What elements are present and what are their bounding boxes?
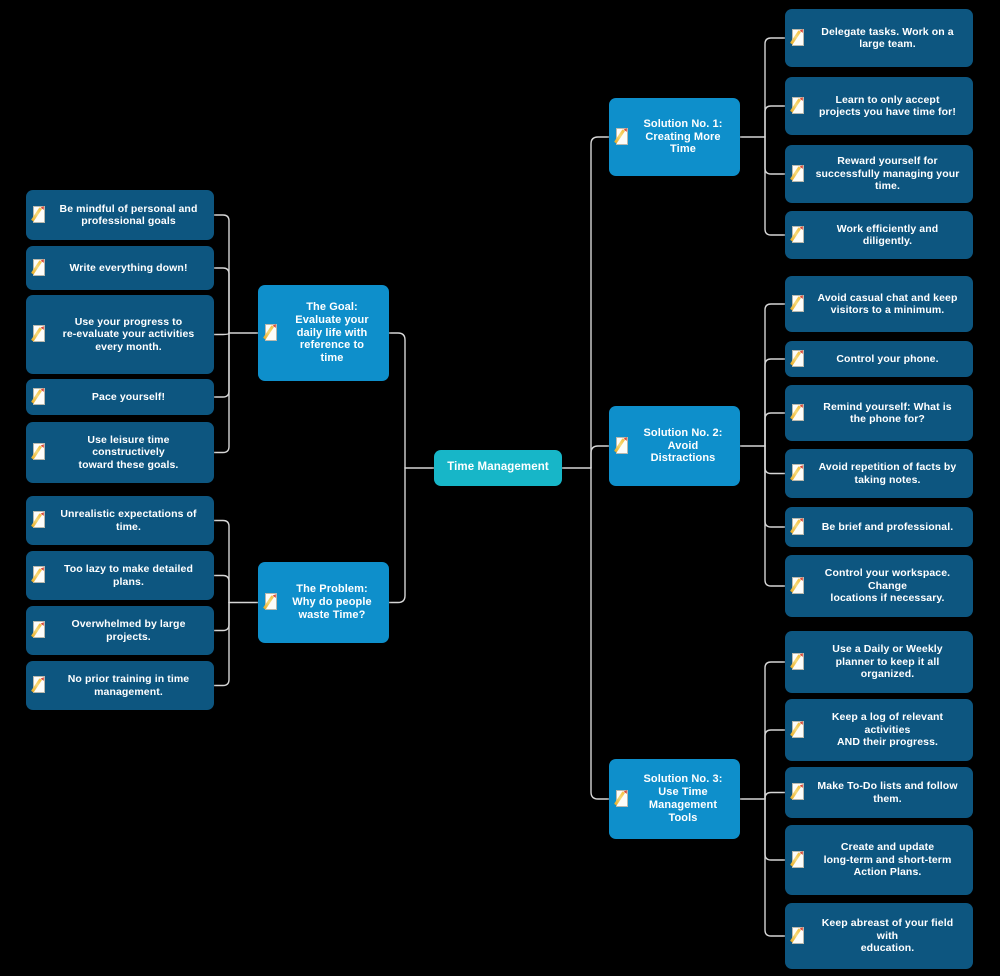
leaf-node-solution-1-3-label: Reward yourself for successfully managin…	[815, 155, 960, 193]
leaf-node-solution-1-1[interactable]: Delegate tasks. Work on a large team.	[785, 9, 973, 67]
branch-node-problem[interactable]: The Problem: Why do people waste Time?	[258, 562, 389, 643]
note-pencil-icon	[613, 436, 630, 456]
note-pencil-icon	[30, 258, 47, 278]
leaf-node-goal-1[interactable]: Be mindful of personal and professional …	[26, 190, 214, 240]
branch-node-goal-label: The Goal: Evaluate your daily life with …	[295, 300, 369, 365]
leaf-node-problem-1[interactable]: Unrealistic expectations of time.	[26, 496, 214, 545]
note-pencil-icon	[789, 652, 806, 672]
leaf-node-goal-5-label: Use leisure time constructively toward t…	[78, 433, 179, 471]
note-pencil-icon	[262, 592, 279, 612]
note-pencil-icon	[789, 926, 806, 946]
branch-node-solution-1[interactable]: Solution No. 1: Creating More Time	[609, 98, 740, 176]
note-pencil-icon	[789, 463, 806, 483]
leaf-node-solution-1-4-label: Work efficiently and diligently.	[836, 222, 939, 247]
note-pencil-icon	[30, 442, 47, 462]
note-pencil-icon	[789, 720, 806, 740]
root-node-time-management[interactable]: Time Management	[434, 450, 562, 486]
note-pencil-icon	[789, 349, 806, 369]
branch-node-solution-3-label: Solution No. 3: Use Time Management Tool…	[643, 773, 723, 824]
branch-node-problem-label: The Problem: Why do people waste Time?	[292, 583, 372, 621]
note-pencil-icon	[789, 403, 806, 423]
note-pencil-icon	[789, 850, 806, 870]
note-pencil-icon	[789, 96, 806, 116]
leaf-node-solution-3-3[interactable]: Make To-Do lists and follow them.	[785, 767, 973, 818]
branch-node-solution-2-label: Solution No. 2: Avoid Distractions	[643, 426, 723, 465]
leaf-node-problem-3-label: Overwhelmed by large projects.	[71, 618, 186, 643]
leaf-node-problem-1-label: Unrealistic expectations of time.	[60, 508, 197, 533]
leaf-node-solution-3-4-label: Create and update long-term and short-te…	[823, 841, 952, 879]
leaf-node-solution-3-1-label: Use a Daily or Weekly planner to keep it…	[832, 643, 943, 681]
leaf-node-problem-3[interactable]: Overwhelmed by large projects.	[26, 606, 214, 655]
note-pencil-icon	[789, 225, 806, 245]
leaf-node-solution-1-3[interactable]: Reward yourself for successfully managin…	[785, 145, 973, 203]
note-pencil-icon	[262, 323, 279, 343]
leaf-node-goal-3[interactable]: Use your progress to re-evaluate your ac…	[26, 295, 214, 374]
leaf-node-solution-2-1-label: Avoid casual chat and keep visitors to a…	[817, 291, 958, 316]
leaf-node-solution-3-1[interactable]: Use a Daily or Weekly planner to keep it…	[785, 631, 973, 693]
branch-node-goal[interactable]: The Goal: Evaluate your daily life with …	[258, 285, 389, 381]
leaf-node-solution-2-5[interactable]: Be brief and professional.	[785, 507, 973, 547]
note-pencil-icon	[30, 620, 47, 640]
leaf-node-goal-4[interactable]: Pace yourself!	[26, 379, 214, 415]
leaf-node-goal-4-label: Pace yourself!	[91, 390, 166, 403]
leaf-node-problem-4[interactable]: No prior training in time management.	[26, 661, 214, 710]
note-pencil-icon	[30, 324, 47, 344]
leaf-node-problem-4-label: No prior training in time management.	[67, 673, 190, 698]
note-pencil-icon	[789, 28, 806, 48]
leaf-node-solution-1-2[interactable]: Learn to only accept projects you have t…	[785, 77, 973, 135]
leaf-node-solution-3-5[interactable]: Keep abreast of your field with educatio…	[785, 903, 973, 969]
leaf-node-solution-2-3-label: Remind yourself: What is the phone for?	[823, 400, 952, 425]
leaf-node-solution-3-5-label: Keep abreast of your field with educatio…	[821, 917, 954, 955]
leaf-node-goal-2-label: Write everything down!	[69, 261, 188, 274]
leaf-node-solution-2-6-label: Control your workspace. Change locations…	[824, 567, 951, 605]
note-pencil-icon	[30, 387, 47, 407]
leaf-node-solution-2-4-label: Avoid repetition of facts by taking note…	[818, 461, 957, 486]
leaf-node-problem-2[interactable]: Too lazy to make detailed plans.	[26, 551, 214, 600]
note-pencil-icon	[789, 576, 806, 596]
root-node-time-management-label: Time Management	[447, 461, 549, 474]
leaf-node-solution-1-1-label: Delegate tasks. Work on a large team.	[821, 25, 954, 50]
note-pencil-icon	[789, 164, 806, 184]
leaf-node-goal-3-label: Use your progress to re-evaluate your ac…	[62, 315, 195, 353]
branch-node-solution-3[interactable]: Solution No. 3: Use Time Management Tool…	[609, 759, 740, 839]
leaf-node-solution-2-5-label: Be brief and professional.	[821, 520, 954, 533]
note-pencil-icon	[789, 294, 806, 314]
leaf-node-solution-3-2[interactable]: Keep a log of relevant activities AND th…	[785, 699, 973, 761]
leaf-node-solution-3-2-label: Keep a log of relevant activities AND th…	[831, 711, 944, 749]
leaf-node-solution-2-2-label: Control your phone.	[836, 352, 939, 365]
leaf-node-goal-2[interactable]: Write everything down!	[26, 246, 214, 290]
leaf-node-solution-2-1[interactable]: Avoid casual chat and keep visitors to a…	[785, 276, 973, 332]
leaf-node-solution-3-3-label: Make To-Do lists and follow them.	[817, 780, 958, 805]
branch-node-solution-1-label: Solution No. 1: Creating More Time	[643, 117, 723, 156]
leaf-node-solution-2-3[interactable]: Remind yourself: What is the phone for?	[785, 385, 973, 441]
note-pencil-icon	[789, 782, 806, 802]
leaf-node-problem-2-label: Too lazy to make detailed plans.	[64, 563, 193, 588]
leaf-node-solution-3-4[interactable]: Create and update long-term and short-te…	[785, 825, 973, 895]
note-pencil-icon	[613, 127, 630, 147]
note-pencil-icon	[30, 510, 47, 530]
leaf-node-solution-2-2[interactable]: Control your phone.	[785, 341, 973, 377]
note-pencil-icon	[613, 789, 630, 809]
leaf-node-solution-2-4[interactable]: Avoid repetition of facts by taking note…	[785, 449, 973, 498]
note-pencil-icon	[30, 565, 47, 585]
leaf-node-solution-1-4[interactable]: Work efficiently and diligently.	[785, 211, 973, 259]
branch-node-solution-2[interactable]: Solution No. 2: Avoid Distractions	[609, 406, 740, 486]
leaf-node-goal-5[interactable]: Use leisure time constructively toward t…	[26, 422, 214, 483]
note-pencil-icon	[30, 675, 47, 695]
note-pencil-icon	[30, 205, 47, 225]
leaf-node-goal-1-label: Be mindful of personal and professional …	[59, 202, 198, 227]
leaf-node-solution-2-6[interactable]: Control your workspace. Change locations…	[785, 555, 973, 617]
leaf-node-solution-1-2-label: Learn to only accept projects you have t…	[819, 93, 956, 118]
note-pencil-icon	[789, 517, 806, 537]
